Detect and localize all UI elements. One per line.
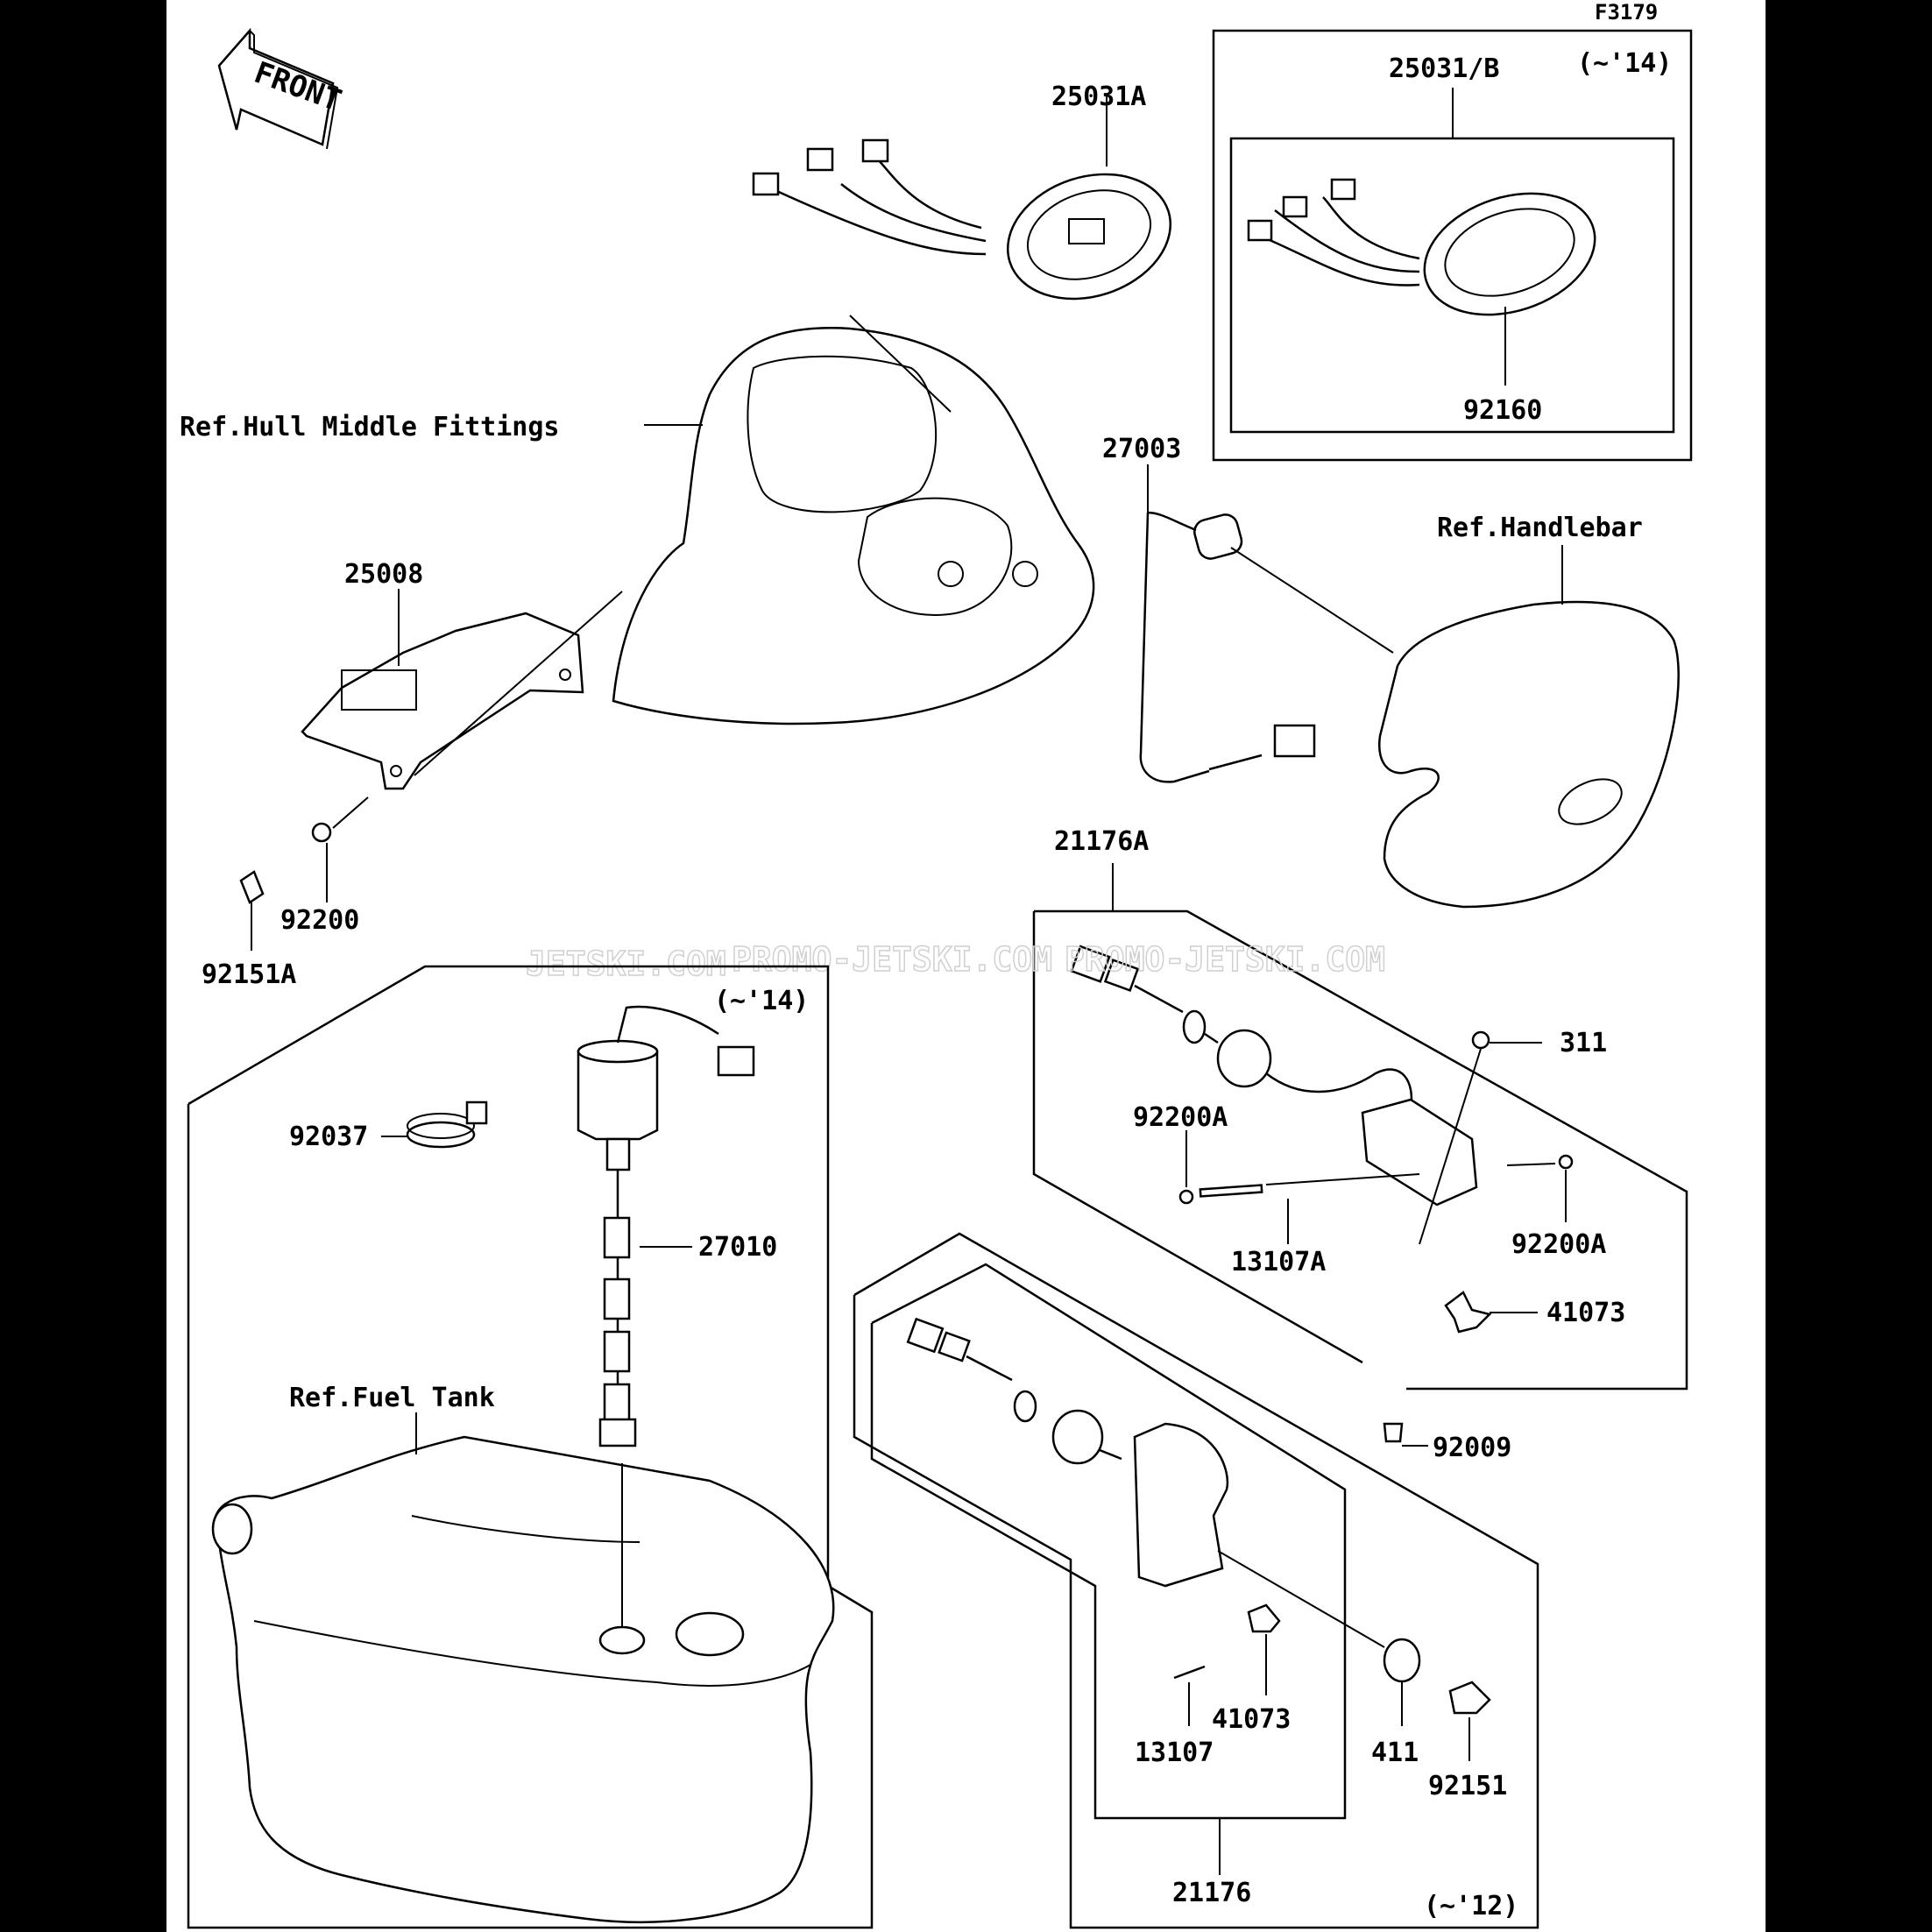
label-311: 311 — [1560, 1028, 1607, 1058]
label-92009: 92009 — [1433, 1433, 1511, 1463]
label-25008: 25008 — [344, 559, 423, 590]
ref-handlebar: Ref.Handlebar — [1437, 513, 1643, 543]
washer-411-icon — [1383, 1638, 1421, 1683]
handlebar-icon — [1377, 600, 1680, 909]
washer-92200-icon — [311, 822, 332, 843]
label-27003: 27003 — [1102, 434, 1181, 464]
sensor-27003-icon — [1139, 511, 1316, 783]
watermark-c: PROMO-JETSKI.COM — [1065, 940, 1385, 979]
meter-b-icon — [1247, 178, 1596, 316]
bolt-92151-icon — [1448, 1681, 1491, 1715]
fuel-tank-icon — [211, 1435, 835, 1923]
front-arrow-icon — [217, 27, 339, 150]
bolt-92151A-icon — [239, 870, 265, 904]
bracket-25008-icon — [301, 612, 584, 790]
washer-92200A-right-icon — [1558, 1154, 1574, 1170]
throttle-cable-upper-icon — [1070, 945, 1478, 1207]
label-92037: 92037 — [289, 1122, 368, 1152]
note-year14-left: (~'14) — [714, 986, 809, 1016]
label-13107: 13107 — [1135, 1737, 1214, 1768]
figure-code: F3179 — [1595, 0, 1658, 25]
note-year12: (~'12) — [1424, 1891, 1518, 1921]
ref-hull-middle-fittings: Ref.Hull Middle Fittings — [180, 412, 559, 442]
note-year14-top: (~'14) — [1577, 48, 1672, 79]
label-92151: 92151 — [1428, 1771, 1507, 1801]
group-21176-outline — [853, 1232, 1539, 1929]
group-fuel-outline — [187, 965, 874, 1929]
parts-diagram-sheet: FRONT F3179 25031A 25031/B (~'14) 92160 — [166, 0, 1766, 1932]
knob-41073-lower-icon — [1247, 1603, 1281, 1633]
label-92151A: 92151A — [202, 959, 296, 990]
label-27010: 27010 — [698, 1232, 777, 1263]
label-92200A-right: 92200A — [1511, 1229, 1606, 1260]
screw-92009-icon — [1383, 1422, 1404, 1443]
nut-311-icon — [1471, 1030, 1490, 1050]
label-25031A: 25031A — [1051, 81, 1146, 112]
fuel-sender-icon — [577, 1005, 755, 1447]
ref-fuel-tank: Ref.Fuel Tank — [289, 1383, 495, 1413]
label-41073-upper: 41073 — [1546, 1298, 1625, 1328]
label-21176A: 21176A — [1054, 826, 1149, 857]
label-41073-lower: 41073 — [1212, 1704, 1291, 1735]
group-21176A-outline — [1034, 909, 1688, 1391]
pin-13107-icon — [1173, 1665, 1206, 1680]
pin-13107A-icon — [1199, 1184, 1263, 1198]
label-13107A: 13107A — [1231, 1247, 1326, 1277]
knob-41073-upper-icon — [1444, 1291, 1492, 1334]
label-92200A-left: 92200A — [1133, 1102, 1228, 1133]
label-92160: 92160 — [1463, 395, 1542, 426]
washer-92200A-left-icon — [1178, 1189, 1194, 1205]
label-25031B: 25031/B — [1389, 53, 1499, 84]
label-411: 411 — [1371, 1737, 1419, 1768]
hull-fitting-icon — [612, 327, 1095, 725]
box-25031B — [1212, 29, 1693, 462]
meter-assembly-icon — [752, 138, 1172, 301]
watermark-b: PROMO-JETSKI.COM — [732, 940, 1052, 979]
label-92200: 92200 — [280, 905, 359, 936]
watermark-a: JETSKI.COM — [526, 945, 726, 983]
clamp-92037-icon — [406, 1100, 488, 1149]
parts-diagram: FRONT F3179 25031A 25031/B (~'14) 92160 — [180, 0, 1693, 1929]
label-21176: 21176 — [1172, 1878, 1251, 1908]
throttle-cable-lower-icon — [906, 1317, 1229, 1588]
